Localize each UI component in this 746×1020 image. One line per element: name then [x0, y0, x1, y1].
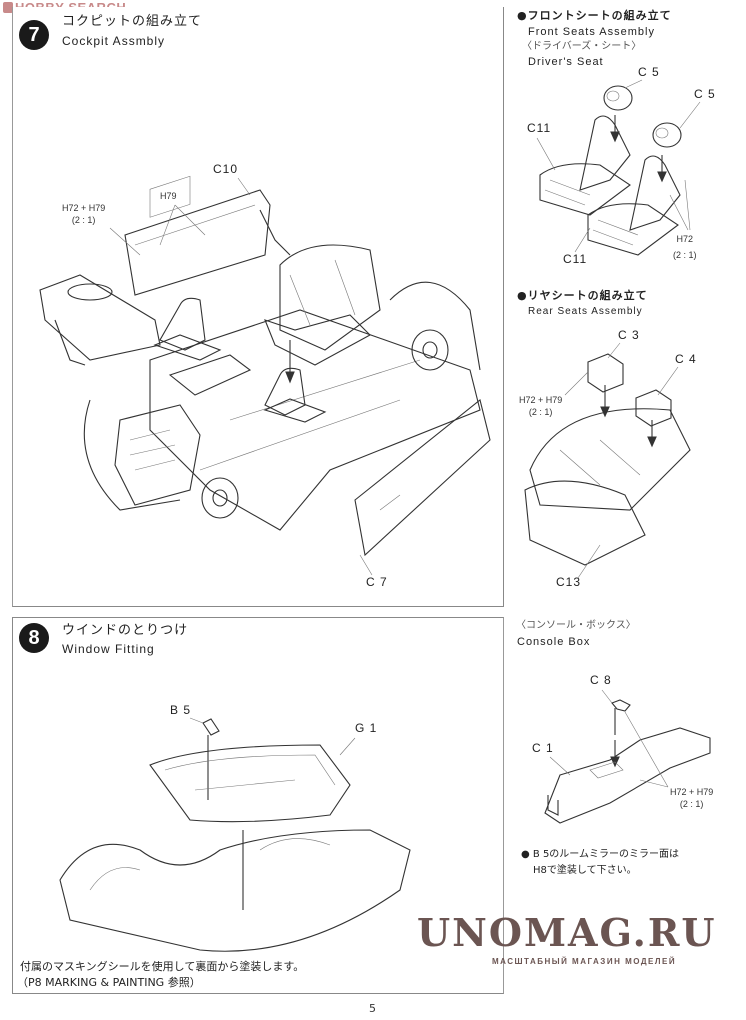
part-label-c4: C 4: [675, 352, 697, 366]
paint-mix: H72 + H79: [670, 787, 714, 797]
paint-label-console-h72-h79: H72 + H79 (2 : 1): [670, 786, 713, 810]
bullet-icon: ●: [517, 9, 528, 22]
paint-ratio: (2 : 1): [673, 250, 697, 260]
paint-label-rear-h72-h79: H72 + H79 (2 : 1): [519, 394, 562, 418]
step8-number-badge: 8: [19, 623, 49, 653]
part-label-g1: G 1: [355, 721, 378, 735]
part-label-c13: C13: [556, 575, 582, 589]
step7-title-en: Cockpit Assmbly: [62, 34, 166, 48]
paint-mix: H72 + H79: [62, 203, 106, 213]
console-note-line1: ● B 5のルームミラーのミラー面は: [521, 849, 680, 860]
rear-seats-title-en: Rear Seats Assembly: [528, 306, 643, 317]
step7-panel: [12, 7, 504, 607]
unomag-tagline: МАСШТАБНЫЙ МАГАЗИН МОДЕЛЕЙ: [492, 957, 677, 966]
bullet-icon: ●: [517, 289, 528, 302]
step7-number-badge: 7: [19, 20, 49, 50]
part-label-c11b: C11: [563, 252, 588, 266]
front-seats-sub-jp: 〈ドライバーズ・シート〉: [522, 41, 642, 52]
part-label-c5b: C 5: [694, 87, 716, 101]
paint-code: H72: [676, 234, 694, 244]
hobby-search-logo-icon: [3, 2, 13, 13]
part-label-c5a: C 5: [638, 65, 660, 79]
paint-ratio: (2 : 1): [528, 407, 553, 417]
front-seats-sub-en: Driver's Seat: [528, 56, 604, 68]
step8-note-jp: 付属のマスキングシールを使用して裏面から塗装します。: [20, 960, 305, 973]
step8-title-en: Window Fitting: [62, 642, 155, 656]
console-box-sub-jp: 〈コンソール・ボックス〉: [516, 620, 636, 631]
step8-panel: [12, 617, 504, 994]
front-seats-title-jp: ●フロントシートの組み立て: [517, 9, 672, 22]
paint-label-h72: H72 (2 : 1): [673, 233, 697, 261]
step8-title-jp: ウインドのとりつけ: [62, 623, 189, 638]
part-label-c7: C 7: [366, 575, 388, 589]
paint-label-h72-h79: H72 + H79 (2 : 1): [62, 202, 105, 226]
part-label-c10: C10: [213, 162, 239, 176]
step8-note-ref: （P8 MARKING & PAINTING 参照）: [17, 976, 201, 989]
paint-ratio: (2 : 1): [679, 799, 704, 809]
page-number: 5: [369, 1002, 376, 1015]
paint-ratio: (2 : 1): [71, 215, 96, 225]
paint-mix: H72 + H79: [519, 395, 563, 405]
part-label-c3: C 3: [618, 328, 640, 342]
part-label-b5: B 5: [170, 703, 192, 717]
part-label-c11a: C11: [527, 121, 552, 135]
front-seats-title-en: Front Seats Assembly: [528, 26, 655, 38]
paint-label-h79: H79: [160, 191, 177, 201]
console-box-title-en: Console Box: [517, 636, 591, 648]
part-label-c8: C 8: [590, 673, 612, 687]
console-note-line2: H8で塗装して下さい。: [533, 865, 637, 876]
part-label-c1: C 1: [532, 741, 554, 755]
rear-seats-title-jp: ●リヤシートの組み立て: [517, 289, 648, 302]
step7-title-jp: コクピットの組み立て: [62, 14, 203, 29]
unomag-watermark: UNOMAG.RU: [417, 910, 717, 955]
